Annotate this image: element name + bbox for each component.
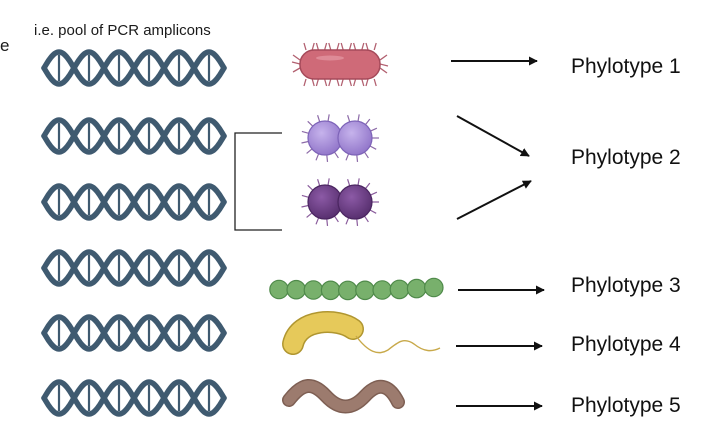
streptococcus-chain-icon (269, 277, 444, 301)
dna-helix-icon (41, 379, 227, 417)
cropped-edge-text: e (0, 36, 9, 55)
phylotype-label-1: Phylotype 1 (571, 55, 681, 78)
dna-helix-icon (41, 249, 227, 287)
phylotype-label-3: Phylotype 3 (571, 274, 681, 297)
diplococcus-icon-dark (301, 178, 379, 226)
phylotype-label-2: Phylotype 2 (571, 146, 681, 169)
dna-helix-icon (41, 49, 227, 87)
arrows (451, 56, 545, 411)
phylotype-label-4: Phylotype 4 (571, 333, 681, 356)
dna-helix-icon (41, 183, 227, 221)
arrow-upper-to-phylotype-2 (456, 115, 530, 157)
dna-amplicon-column (41, 49, 227, 417)
diplococcus-icon-light (301, 114, 379, 162)
arrow-lower-to-phylotype-2 (456, 180, 532, 220)
dna-helix-icon (41, 117, 227, 155)
grouping-bracket (234, 132, 282, 231)
dna-helix-icon (41, 314, 227, 352)
spirochete-icon (282, 379, 405, 414)
flagellated-vibrio-icon (282, 311, 441, 355)
amplicon-pool-caption: i.e. pool of PCR amplicons (34, 22, 211, 39)
rod-bacterium-icon (291, 42, 389, 87)
phylotype-label-5: Phylotype 5 (571, 394, 681, 417)
